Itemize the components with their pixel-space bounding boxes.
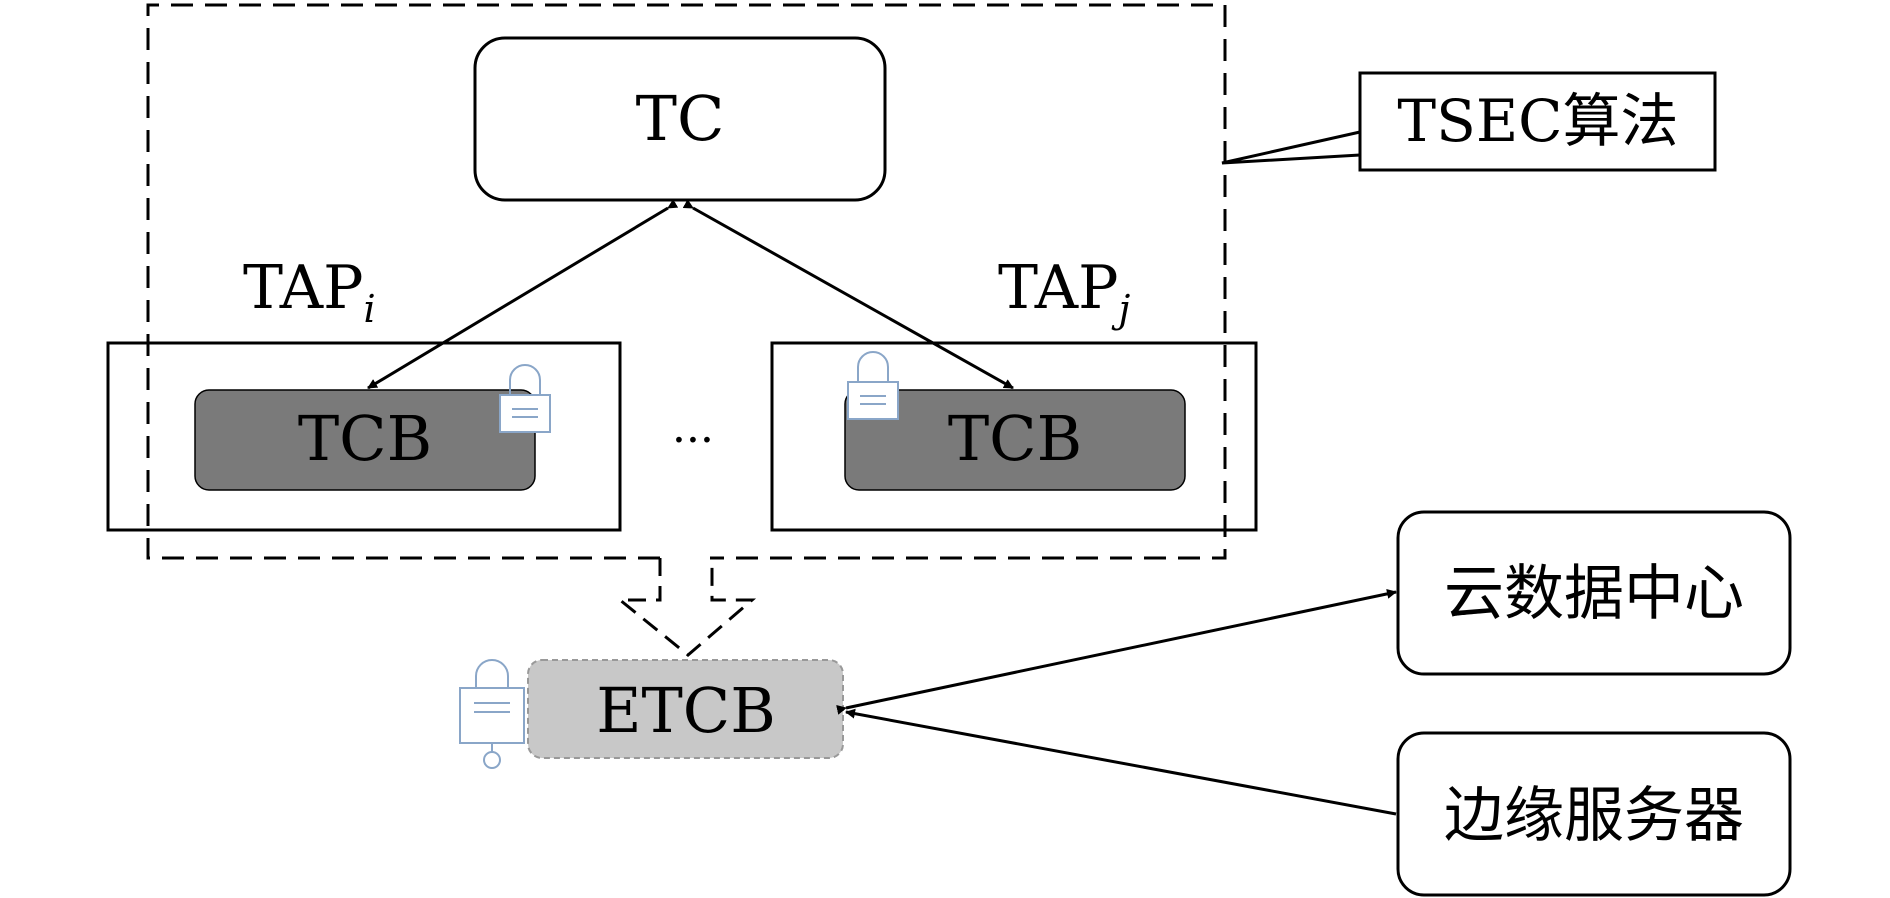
arrow-tc-tcb-i bbox=[367, 199, 679, 390]
tsec-region bbox=[146, 3, 1227, 560]
tap-i-subscript: i bbox=[363, 287, 375, 331]
lock-key-icon bbox=[459, 659, 525, 769]
callout-pointer bbox=[1221, 130, 1361, 165]
tap-j-main: TAP bbox=[998, 253, 1118, 323]
tap-j-label: TAPj bbox=[998, 253, 1130, 331]
lock-icon bbox=[499, 364, 551, 433]
tap-i-label: TAPi bbox=[243, 253, 376, 331]
tcb-j-box bbox=[844, 389, 1186, 491]
callout-label: TSEC算法 bbox=[1397, 87, 1678, 155]
edge-server-node: 边缘服务器 bbox=[1396, 731, 1792, 897]
tap-j-node: TAPj TCB bbox=[770, 253, 1258, 532]
region-to-etcb-connector bbox=[615, 558, 757, 657]
etcb-label: ETCB bbox=[596, 674, 776, 747]
tcb-i-label: TCB bbox=[298, 402, 432, 475]
tc-label: TC bbox=[636, 82, 725, 155]
edge-server-label: 边缘服务器 bbox=[1444, 781, 1744, 851]
etcb-node: ETCB bbox=[459, 659, 844, 769]
tc-node: TC bbox=[473, 36, 887, 202]
tap-i-main: TAP bbox=[243, 253, 363, 323]
cloud-datacenter-label: 云数据中心 bbox=[1444, 559, 1744, 629]
tcb-j-label: TCB bbox=[948, 402, 1082, 475]
cloud-datacenter-node: 云数据中心 bbox=[1396, 510, 1792, 676]
arrow-tc-tcb-j bbox=[682, 199, 1014, 390]
callout-box: TSEC算法 bbox=[1358, 71, 1717, 172]
arrow-edge-etcb bbox=[845, 708, 1397, 816]
tcb-i-box bbox=[194, 389, 536, 491]
ellipsis: ··· bbox=[672, 415, 714, 466]
tap-i-node: TAPi TCB bbox=[106, 253, 622, 532]
lock-icon bbox=[847, 351, 899, 420]
arrow-etcb-cloud bbox=[836, 588, 1397, 715]
